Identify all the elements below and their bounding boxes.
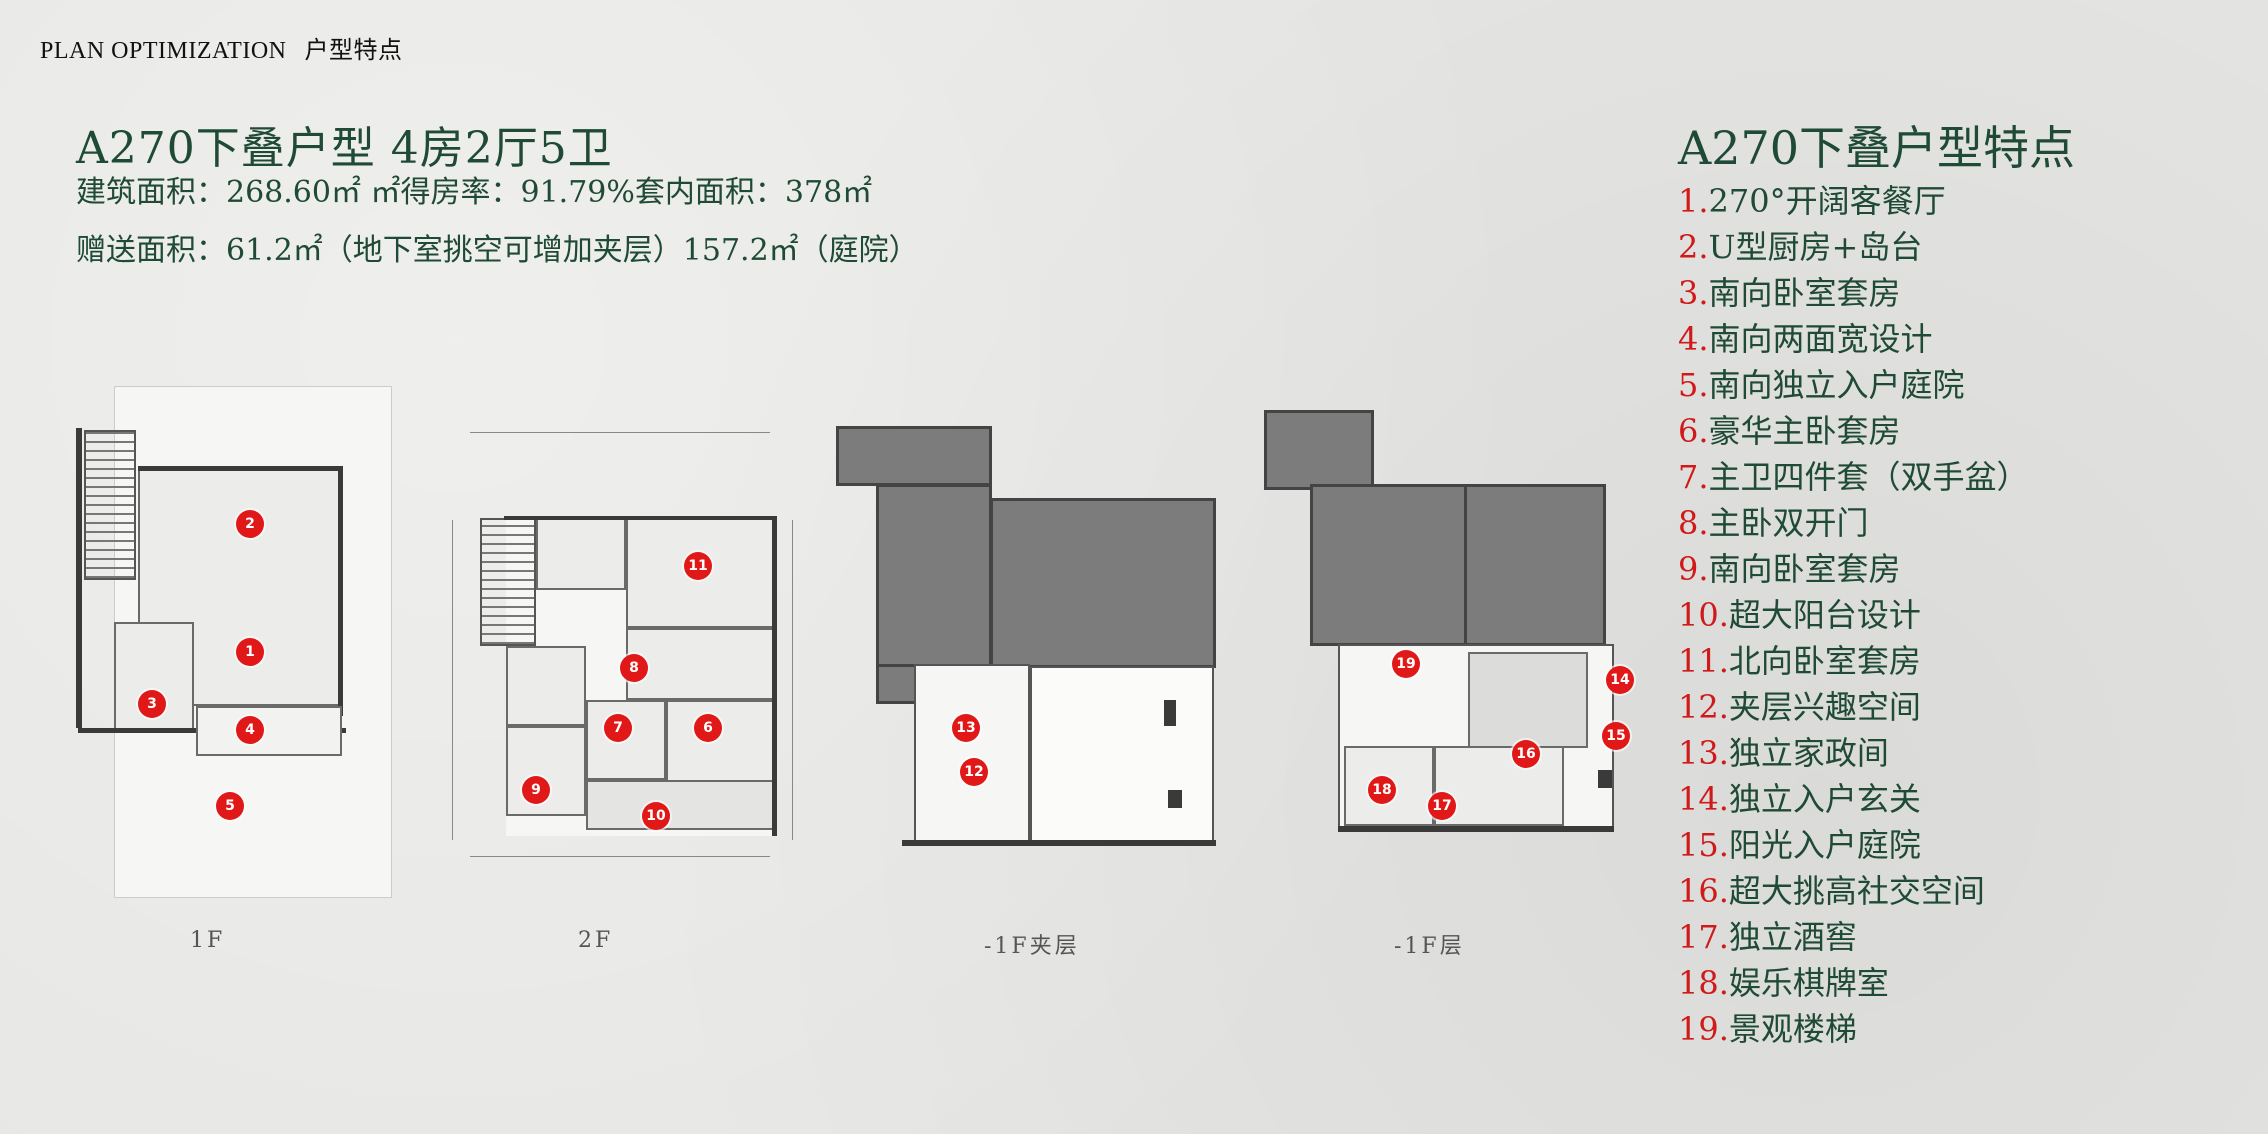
feature-item: 13.独立家政间 [1678,734,1889,772]
floor-marker: 2 [236,510,264,538]
wall [504,516,776,520]
south-terrace [196,706,342,756]
mezzanine-room [914,664,1030,844]
feature-item: 12.夹层兴趣空间 [1678,688,1921,726]
feature-item: 14.独立入户玄关 [1678,780,1921,818]
lounge [1434,746,1564,826]
section-label: PLAN OPTIMIZATION 户型特点 [40,30,402,65]
area-stats-row-2: 赠送面积：61.2㎡（地下室挑空可增加夹层）157.2㎡（庭院） [76,233,919,268]
void-area [1464,484,1606,646]
features-title: A270下叠户型特点 [1678,121,2076,175]
floor-marker: 13 [952,714,980,742]
floor-marker: 11 [684,552,712,580]
feature-item: 1.270°开阔客餐厅 [1678,182,1946,220]
void-area [1310,484,1470,646]
floor-marker: 12 [960,758,988,786]
floor-marker: 14 [1606,666,1634,694]
floor-label-b1: -1F层 [1394,934,1465,959]
floor-marker: 5 [216,792,244,820]
feature-item: 8.主卧双开门 [1678,504,1869,542]
floor-marker: 4 [236,716,264,744]
feature-item: 11.北向卧室套房 [1678,642,1921,680]
feature-item: 16.超大挑高社交空间 [1678,872,1985,910]
hallway [626,628,774,700]
staircase [480,518,536,646]
floor-label-b1-mezzanine: -1F夹层 [984,934,1080,959]
feature-item: 9.南向卧室套房 [1678,550,1901,588]
feature-item: 18.娱乐棋牌室 [1678,964,1889,1002]
feature-item: 10.超大阳台设计 [1678,596,1921,634]
column [1168,790,1182,808]
wall [138,466,342,471]
stair-hall [506,646,586,726]
void-area [990,498,1216,668]
wall [338,466,343,716]
floor-marker: 9 [522,776,550,804]
feature-item: 4.南向两面宽设计 [1678,320,1933,358]
bedroom-9 [506,726,586,816]
double-height-space [1030,666,1214,844]
wall [902,840,1216,846]
area-stats-row-1: 建筑面积：268.60㎡ ㎡得房率：91.79%套内面积：378㎡ [76,175,873,210]
floor-marker: 7 [604,714,632,742]
feature-item: 3.南向卧室套房 [1678,274,1901,312]
floor-label-1f: 1F [190,928,226,953]
feature-item: 15.阳光入户庭院 [1678,826,1921,864]
column [1598,770,1612,788]
wall [1338,826,1614,832]
wall [772,516,777,836]
dimension-line [470,856,770,857]
floor-marker: 18 [1368,776,1396,804]
wall [76,428,82,728]
staircase [84,430,136,580]
feature-item: 5.南向独立入户庭院 [1678,366,1965,404]
floor-label-2f: 2F [578,928,614,953]
dimension-line [470,432,770,433]
void-area [836,426,992,486]
floor-marker: 1 [236,638,264,666]
void-area [876,484,992,668]
section-label-cn: 户型特点 [304,38,403,64]
plan-title: A270下叠户型 4房2厅5卫 [76,123,613,174]
dimension-line [792,520,793,840]
social-space [1468,652,1588,748]
features-list: 1.270°开阔客餐厅 2.U型厨房+岛台 3.南向卧室套房 4.南向两面宽设计… [1678,178,2029,1052]
section-label-en: PLAN OPTIMIZATION [40,38,287,64]
feature-item: 19.景观楼梯 [1678,1010,1857,1048]
void-area [1264,410,1374,490]
floor-marker: 19 [1392,650,1420,678]
bathroom [536,518,626,590]
floor-marker: 15 [1602,722,1630,750]
feature-item: 6.豪华主卧套房 [1678,412,1901,450]
master-bath [586,700,666,780]
feature-item: 17.独立酒窖 [1678,918,1857,956]
floor-marker: 8 [620,654,648,682]
balcony [586,780,774,830]
column [1164,700,1176,726]
feature-item: 2.U型厨房+岛台 [1678,228,1923,266]
dimension-line [452,520,453,840]
floor-marker: 16 [1512,740,1540,768]
area-stats: 建筑面积：268.60㎡ ㎡得房率：91.79%套内面积：378㎡ 赠送面积：6… [76,178,919,294]
floor-marker: 6 [694,714,722,742]
void-area [876,664,918,704]
floor-marker: 3 [138,690,166,718]
feature-item: 7.主卫四件套（双手盆） [1678,458,2029,496]
floor-marker: 10 [642,802,670,830]
floor-marker: 17 [1428,792,1456,820]
